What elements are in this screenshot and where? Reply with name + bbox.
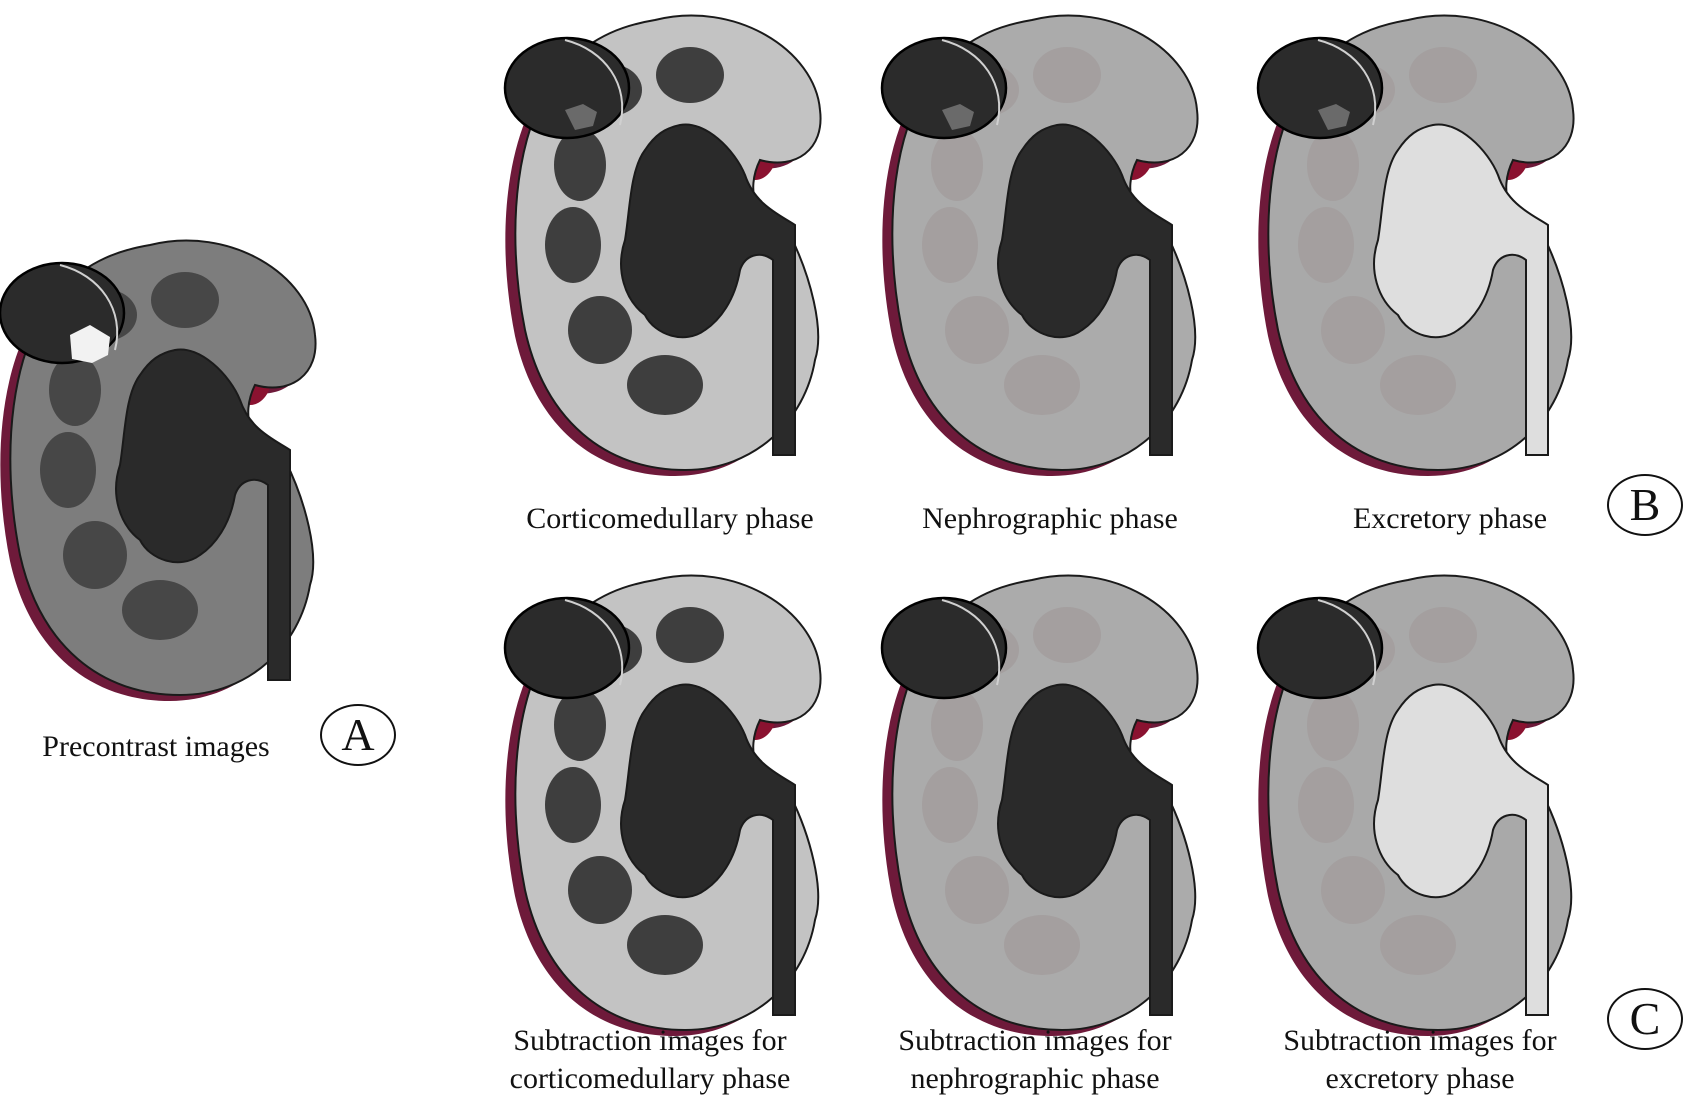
tumor-margin-line [1317,39,1377,126]
tumor-margin-line [1317,599,1377,686]
tumor-margin-line [941,39,1001,126]
renal-pyramid [1307,689,1359,761]
caption-corticomedullary: Corticomedullary phase [526,502,814,535]
renal-pyramid [545,767,601,843]
renal-pyramid [1307,129,1359,201]
renal-sinus [115,348,291,681]
tumor-margin-line [59,264,119,351]
renal-pyramid [656,607,724,663]
tumor [503,596,631,700]
caption-sub-corticomedullary: Subtraction images for corticomedullary … [480,1022,820,1098]
caption-sub-excretory-line2: excretory phase [1325,1062,1515,1095]
renal-pyramid [568,296,632,364]
renal-pyramid [1004,355,1080,415]
renal-pyramid [1033,607,1101,663]
renal-pyramid [922,767,978,843]
renal-pyramid [554,689,606,761]
enhancing-focus [565,104,597,130]
caption-nephrographic: Nephrographic phase [922,502,1178,535]
panel-label-c: C [1607,988,1683,1050]
renal-pyramid [63,521,127,589]
panel-label-b: B [1607,474,1683,536]
renal-pyramid [656,47,724,103]
renal-pyramid [1409,607,1477,663]
renal-sinus [620,123,796,456]
renal-sinus [997,683,1173,1016]
kidney-sub-nephrographic [880,574,1199,1036]
caption-sub-nephrographic-line1: Subtraction images for [898,1024,1172,1057]
renal-pyramid [49,354,101,426]
enhancing-focus [942,104,974,130]
enhancing-focus [1318,104,1350,130]
renal-pyramid [931,129,983,201]
panel-label-a: A [320,704,396,766]
renal-pyramid [945,856,1009,924]
tumor [1256,36,1384,140]
caption-excretory: Excretory phase [1352,502,1548,535]
tumor [880,36,1008,140]
tumor-margin-line [941,599,1001,686]
kidney-precontrast [0,239,317,701]
kidney-excretory [1256,14,1575,476]
renal-pyramid [922,207,978,283]
renal-sinus [997,123,1173,456]
renal-pyramid [931,689,983,761]
renal-pyramid [554,129,606,201]
renal-pyramid [1380,915,1456,975]
renal-pyramid [1298,767,1354,843]
tumor [503,36,631,140]
renal-sinus [620,683,796,1016]
tumor-margin-line [564,39,624,126]
renal-pyramid [40,432,96,508]
renal-pyramid [1321,296,1385,364]
renal-pyramid [1380,355,1456,415]
renal-pyramid [627,355,703,415]
caption-sub-nephrographic: Subtraction images for nephrographic pha… [865,1022,1205,1098]
caption-sub-excretory: Subtraction images for excretory phase [1250,1022,1590,1098]
tumor-margin-line [564,599,624,686]
kidney-corticomedullary [503,14,822,476]
renal-pyramid [1298,207,1354,283]
renal-sinus [1373,683,1549,1016]
caption-sub-corticomedullary-line2: corticomedullary phase [509,1062,791,1095]
tumor [1256,596,1384,700]
renal-pyramid [568,856,632,924]
kidney-nephrographic [880,14,1199,476]
caption-precontrast: Precontrast images [42,730,270,763]
kidney-sub-excretory [1256,574,1575,1036]
renal-pyramid [945,296,1009,364]
renal-sinus [1373,123,1549,456]
renal-pyramid [1409,47,1477,103]
renal-pyramid [1033,47,1101,103]
caption-sub-corticomedullary-line1: Subtraction images for [513,1024,787,1057]
caption-sub-nephrographic-line2: nephrographic phase [910,1062,1160,1095]
renal-pyramid [1321,856,1385,924]
renal-pyramid [627,915,703,975]
renal-pyramid [1004,915,1080,975]
tumor [880,596,1008,700]
kidney-sub-corticomedullary [503,574,822,1036]
renal-pyramid [151,272,219,328]
caption-sub-excretory-line1: Subtraction images for [1283,1024,1557,1057]
enhancing-focus [70,325,110,363]
renal-pyramid [545,207,601,283]
renal-pyramid [122,580,198,640]
